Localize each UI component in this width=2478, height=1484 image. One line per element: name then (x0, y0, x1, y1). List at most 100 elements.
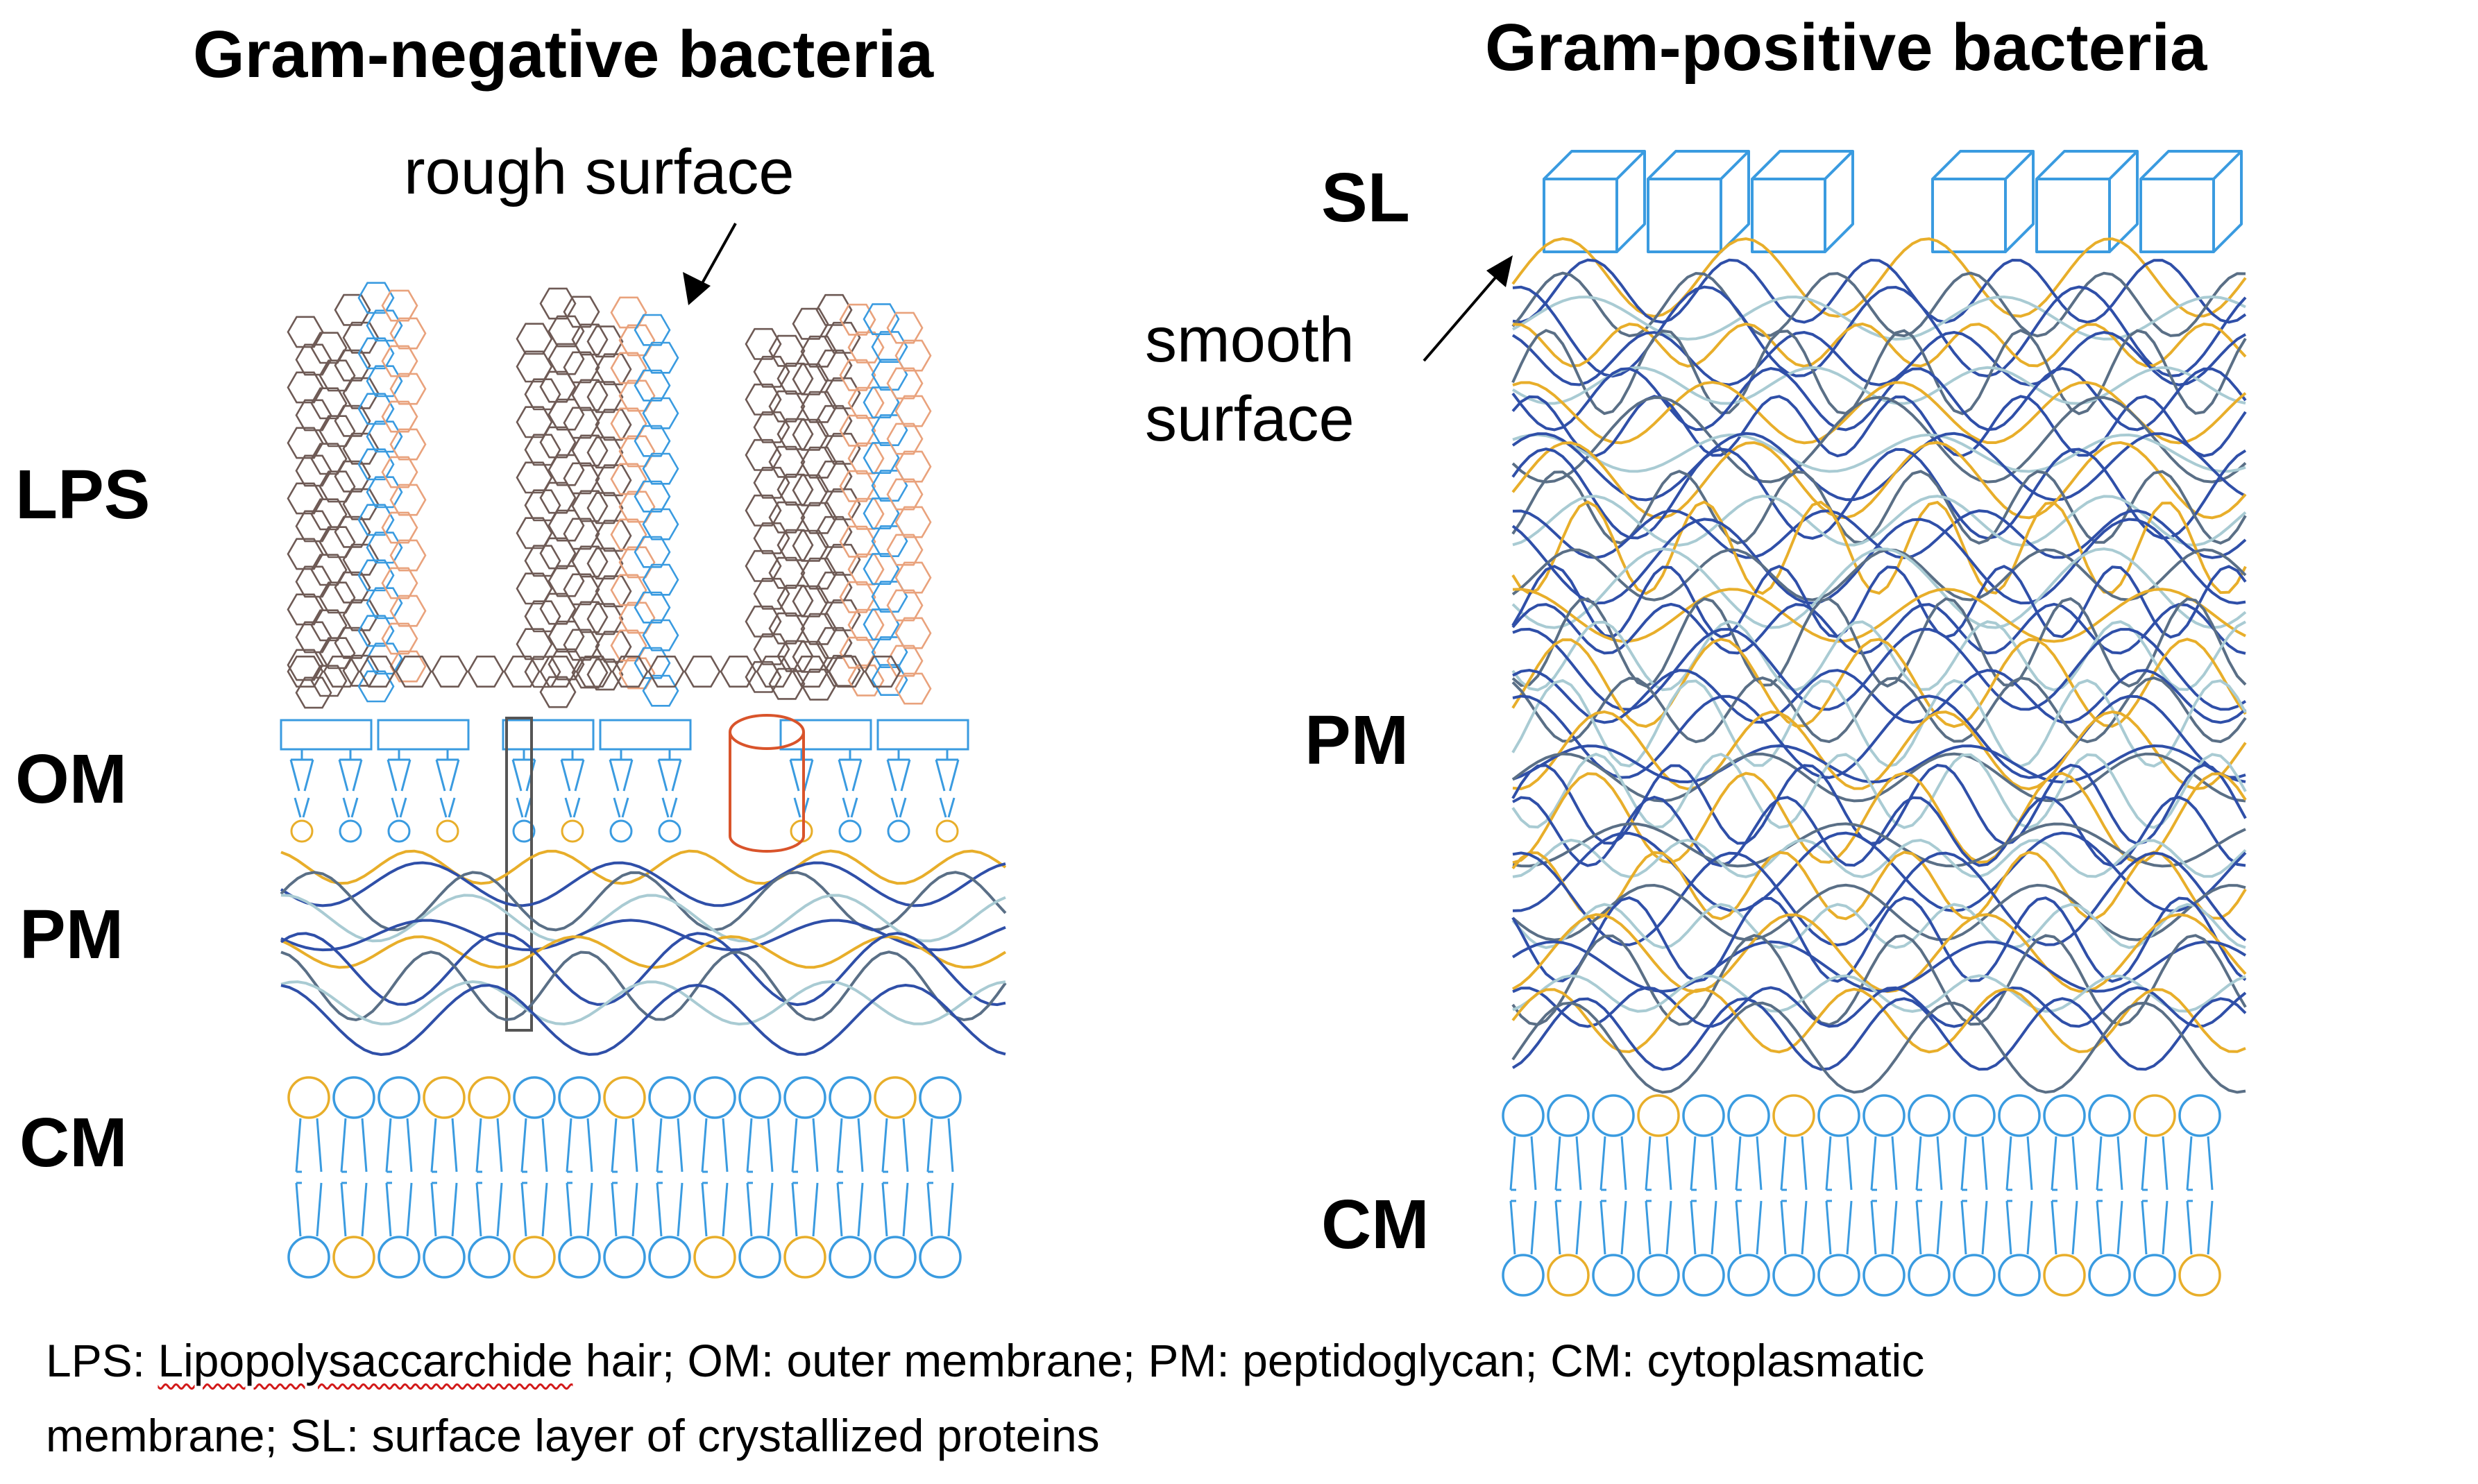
phospholipid-tail (1960, 1136, 1988, 1255)
lps-sugar-hexagon (610, 407, 647, 440)
legend-caption-line1: LPS: Lipopolysaccarchide hair; OM: outer… (46, 1333, 1924, 1388)
phospholipid-head (1682, 1094, 1725, 1137)
phospholipid-tail (430, 1118, 458, 1237)
om-lipid-tail (338, 749, 363, 792)
lps-sugar-hexagon (586, 325, 624, 358)
lps-sugar-hexagon (839, 470, 876, 502)
lps-sugar-hexagon (571, 490, 609, 522)
lps-sugar-hexagon (571, 545, 609, 578)
peptidoglycan-strand (280, 894, 1006, 943)
phospholipid-tail (2005, 1136, 2033, 1255)
lps-sugar-hexagon (586, 436, 624, 469)
lps-sugar-hexagon (595, 575, 632, 608)
phospholipid-head (332, 1236, 375, 1279)
phospholipid-head (513, 1076, 556, 1119)
lps-sugar-hexagon (389, 428, 427, 461)
peptidoglycan-strand (1512, 694, 2246, 779)
peptidoglycan-strand (1512, 627, 2247, 711)
phospholipid-head (693, 1076, 736, 1119)
om-lipid-tail (939, 797, 956, 818)
peptidoglycan-strand (1512, 509, 2247, 559)
legend-rest: hair; OM: outer membrane; PM: peptidogly… (572, 1335, 1925, 1386)
lps-sugar-hexagon (768, 667, 806, 700)
om-lipid-a-block (599, 719, 692, 751)
lps-sugar-hexagon (839, 636, 876, 669)
smooth-surface-arrowhead (1486, 255, 1513, 287)
om-lipid-tail (294, 797, 310, 818)
lps-sugar-hexagon (745, 327, 782, 360)
peptidoglycan-strand (1512, 822, 2246, 868)
phospholipid-head (1682, 1254, 1725, 1297)
om-phospholipid-head (838, 819, 862, 843)
lps-sugar-hexagon (610, 574, 647, 606)
phospholipid-head (1998, 1094, 2041, 1137)
lps-sugar-hexagon (334, 515, 371, 548)
lps-sugar-hexagon (357, 670, 395, 703)
lps-sugar-hexagon (768, 612, 806, 645)
peptidoglycan-strand (280, 950, 1007, 1022)
lps-sugar-hexagon (310, 609, 348, 642)
lps-sugar-hexagon (792, 529, 829, 562)
lps-sugar-hexagon (768, 334, 806, 367)
lps-sugar-hexagon (642, 397, 679, 429)
lps-sugar-hexagon (381, 289, 418, 322)
om-lipid-tail (439, 797, 456, 818)
title-gram-positive: Gram-positive bacteria (1485, 10, 2207, 85)
lps-sugar-hexagon (800, 446, 838, 479)
peptidoglycan-strand (1511, 271, 2246, 338)
peptidoglycan-strand (1511, 328, 2247, 416)
lps-sugar-hexagon (334, 293, 371, 326)
lps-sugar-hexagon (618, 324, 656, 357)
lps-sugar-hexagon (777, 584, 814, 617)
lps-sugar-hexagon (548, 648, 585, 681)
lps-sugar-hexagon (839, 414, 876, 447)
phospholipid-head (2088, 1254, 2131, 1297)
lps-sugar-hexagon (792, 418, 829, 451)
lps-sugar-hexagon (287, 316, 324, 348)
om-lipid-tail (564, 797, 581, 818)
lps-sugar-hexagon (563, 351, 600, 384)
lps-sugar-hexagon (334, 460, 371, 493)
om-lipid-tail (435, 749, 460, 792)
om-phospholipid-head (935, 819, 959, 843)
phospholipid-head (829, 1076, 872, 1119)
peptidoglycan-strand (1512, 974, 2246, 1013)
lps-sugar-hexagon (503, 656, 541, 688)
lps-sugar-hexagon (886, 367, 924, 400)
phospholipid-head (693, 1236, 736, 1279)
phospholipid-head (1908, 1254, 1951, 1297)
lps-sugar-hexagon (745, 383, 782, 416)
lps-sugar-hexagon (894, 672, 932, 705)
phospholipid-head (377, 1236, 421, 1279)
phospholipid-head (1502, 1094, 1545, 1137)
peptidoglycan-strand (1511, 752, 2247, 830)
lps-sugar-hexagon (839, 303, 876, 336)
om-phospholipid-head (658, 819, 681, 843)
surface-protein-cube (2035, 150, 2139, 253)
om-phospholipid-head (887, 819, 910, 843)
lps-sugar-hexagon (310, 387, 348, 420)
lps-sugar-hexagon (571, 379, 609, 411)
lps-sugar-hexagon (800, 613, 838, 645)
surface-layer-proteins (1543, 150, 2243, 253)
rough-surface-arrowhead (683, 272, 711, 305)
lps-sugar-hexagon (295, 621, 332, 654)
om-lipid-tail (793, 797, 810, 818)
lps-sugar-hexagon (310, 665, 348, 697)
lps-sugar-hexagon (319, 415, 356, 447)
lps-sugar-hexagon (366, 476, 403, 509)
legend-caption-line2: membrane; SL: surface layer of crystalli… (46, 1410, 1100, 1461)
om-lipid-tail (842, 797, 858, 818)
om-lipid-tail (289, 749, 314, 792)
lps-sugar-hexagon (863, 303, 900, 335)
peptidoglycan-strand (280, 871, 1007, 932)
om-lipid-tail (511, 749, 536, 792)
cytoplasmic-membrane-right (1502, 1094, 2221, 1297)
lps-sugar-hexagon (800, 557, 838, 590)
lps-sugar-hexagon (539, 676, 577, 708)
lps-sugar-hexagon (571, 323, 609, 356)
lps-sugar-hexagon (828, 656, 865, 688)
lps-sugar-hexagon (539, 287, 577, 320)
phospholipid-head (783, 1076, 826, 1119)
title-gram-negative: Gram-negative bacteria (193, 17, 934, 92)
